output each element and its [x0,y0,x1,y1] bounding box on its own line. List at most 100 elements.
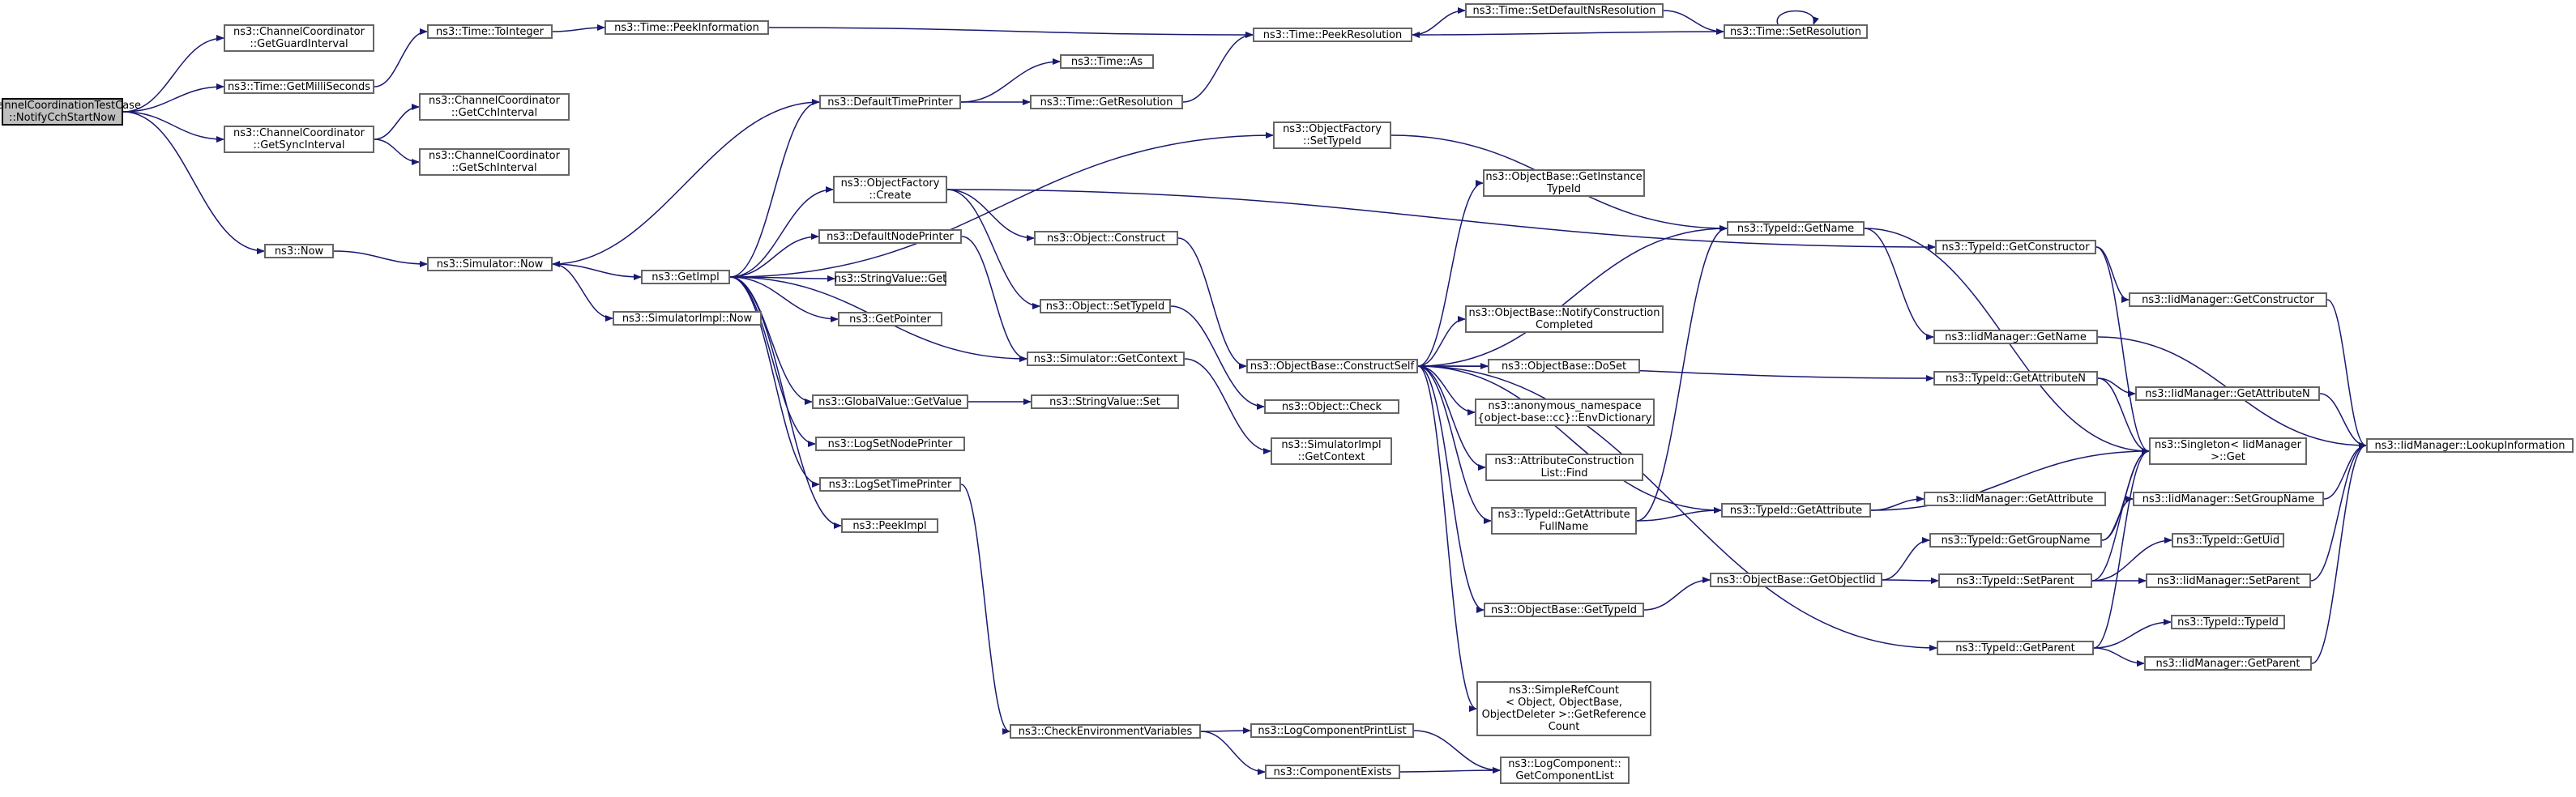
node-getImpl[interactable]: ns3::GetImpl [641,270,730,284]
node-objCheck[interactable]: ns3::Object::Check [1264,399,1399,414]
node-peekImpl[interactable]: ns3::PeekImpl [841,518,938,533]
node-label-line: ns3::ChannelCoordinator [233,26,365,38]
node-objBaseConstructSelf[interactable]: ns3::ObjectBase::ConstructSelf [1246,359,1418,373]
node-label-line: ns3::TypeId::GetParent [1955,641,2075,654]
edge-logCompPrintList-to-logCompGetList [1413,730,1501,774]
node-getPointer[interactable]: ns3::GetPointer [838,312,942,326]
node-defTimePrinter[interactable]: ns3::DefaultTimePrinter [819,95,961,109]
node-objFactSetTypeId[interactable]: ns3::ObjectFactory::SetTypeId [1273,121,1391,149]
node-ccGetSync[interactable]: ns3::ChannelCoordinator::GetSyncInterval [224,126,374,153]
node-timeAs[interactable]: ns3::Time::As [1060,54,1154,69]
node-strValGet[interactable]: ns3::StringValue::Get [835,271,946,286]
node-objBaseDoSet[interactable]: ns3::ObjectBase::DoSet [1488,359,1640,373]
node-now[interactable]: ns3::Now [264,244,334,258]
node-iidMgrGetAttrN[interactable]: ns3::IidManager::GetAttributeN [2135,386,2320,401]
node-label-line: ns3::ObjectBase::ConstructSelf [1250,360,1415,373]
node-logSetTime[interactable]: ns3::LogSetTimePrinter [819,477,961,492]
node-label-line: ns3::LogComponent:: [1508,758,1621,770]
edge-root-to-now [122,111,265,254]
node-iidMgrLookup[interactable]: ns3::IidManager::LookupInformation [2366,438,2574,453]
node-timeToInteger[interactable]: ns3::Time::ToInteger [427,24,553,39]
node-defNodePrinter[interactable]: ns3::DefaultNodePrinter [818,229,962,244]
edge-timeGetMilli-to-timeToInteger [374,28,428,87]
node-typeIdSetParent[interactable]: ns3::TypeId::SetParent [1938,573,2092,588]
node-typeIdGetAttrN[interactable]: ns3::TypeId::GetAttributeN [1933,371,2098,386]
node-typeIdGetName[interactable]: ns3::TypeId::GetName [1727,221,1865,236]
node-root: ChannelCoordinationTestCase::NotifyCchSt… [0,98,141,126]
edge-root-to-ccGetSync [122,111,224,143]
node-timeGetRes[interactable]: ns3::Time::GetResolution [1030,95,1183,109]
node-label-line: ns3::DefaultNodePrinter [827,230,954,243]
node-iidMgrGetConstructor[interactable]: ns3::IidManager::GetConstructor [2129,292,2327,307]
node-objFactCreate[interactable]: ns3::ObjectFactory::Create [833,176,947,203]
edge-typeIdGetAttrFull-to-typeIdGetAttr [1636,507,1722,522]
edge-typeIdGetAttrFull-to-typeIdGetName [1636,225,1728,522]
node-simGetContext[interactable]: ns3::Simulator::GetContext [1027,352,1185,366]
edge-objConstruct-to-objBaseConstructSelf [1177,237,1247,369]
node-iidMgrSetParent[interactable]: ns3::IidManager::SetParent [2146,573,2311,588]
edge-getImpl-to-objFactSetTypeId [729,132,1274,278]
node-ccGetGuard[interactable]: ns3::ChannelCoordinator::GetGuardInterva… [224,24,374,52]
edge-objBaseGetObjectIid-to-typeIdSetParent [1882,577,1939,584]
node-objSetTypeId[interactable]: ns3::Object::SetTypeId [1040,299,1171,313]
node-compExists[interactable]: ns3::ComponentExists [1265,765,1400,779]
edge-compExists-to-logCompGetList [1399,767,1501,774]
node-ccGetSch[interactable]: ns3::ChannelCoordinator::GetSchInterval [419,148,570,176]
node-label-line: ::GetGuardInterval [250,38,348,50]
node-objConstruct[interactable]: ns3::Object::Construct [1034,231,1178,245]
edge-ccGetSync-to-ccGetCch [374,104,420,140]
edge-simNow-to-simImplNow [552,263,613,322]
node-anonEnvDict[interactable]: ns3::anonymous_namespace{object-base::cc… [1475,398,1655,426]
node-iidMgrGetAttr[interactable]: ns3::IidManager::GetAttribute [1924,492,2106,506]
edge-objFactCreate-to-typeIdGetConstructor [946,189,1936,250]
node-logCompPrintList[interactable]: ns3::LogComponentPrintList [1250,723,1414,738]
node-label-line: ns3::anonymous_namespace [1488,400,1642,412]
node-strValSet[interactable]: ns3::StringValue::Set [1031,394,1179,409]
node-timeGetMilli[interactable]: ns3::Time::GetMilliSeconds [224,79,374,94]
node-label-line: ns3::TypeId::GetUid [2176,534,2280,547]
edge-timeSetRes-to-timeSetRes [1776,10,1819,25]
node-simNow[interactable]: ns3::Simulator::Now [427,257,553,271]
edge-objBaseConstructSelf-to-typeIdGetAttrFull [1417,365,1492,524]
node-gvGetValue[interactable]: ns3::GlobalValue::GetValue [812,394,968,409]
node-timeSetDefNs[interactable]: ns3::Time::SetDefaultNsResolution [1465,3,1664,18]
node-timePeekRes[interactable]: ns3::Time::PeekResolution [1253,28,1412,42]
node-objBaseGetObjectIid[interactable]: ns3::ObjectBase::GetObjectIid [1710,573,1882,587]
node-iidMgrSetGroupName[interactable]: ns3::IidManager::SetGroupName [2133,492,2324,506]
node-label-line: ns3::SimulatorImpl [1281,439,1382,451]
edge-logSetTime-to-checkEnv [960,484,1010,735]
node-typeIdGetUid[interactable]: ns3::TypeId::GetUid [2172,533,2284,548]
node-iidMgrGetParent[interactable]: ns3::IidManager::GetParent [2144,656,2312,671]
node-label-line: ns3::ComponentExists [1273,765,1392,778]
node-simImplGetContext[interactable]: ns3::SimulatorImpl::GetContext [1271,437,1392,465]
node-ccGetCch[interactable]: ns3::ChannelCoordinator::GetCchInterval [419,93,570,121]
node-peekInfo[interactable]: ns3::Time::PeekInformation [604,20,769,35]
edge-objBaseConstructSelf-to-attrConstrFind [1417,365,1486,471]
node-logSetNode[interactable]: ns3::LogSetNodePrinter [815,437,965,451]
node-typeIdGetAttr[interactable]: ns3::TypeId::GetAttribute [1721,503,1871,518]
node-label-line: ns3::Time::PeekInformation [614,21,759,34]
node-typeIdGetGroupName[interactable]: ns3::TypeId::GetGroupName [1929,533,2102,548]
node-typeIdTypeId[interactable]: ns3::TypeId::TypeId [2171,615,2285,629]
node-iidMgrGetName[interactable]: ns3::IidManager::GetName [1933,330,2098,344]
node-label-line: GetComponentList [1515,770,1614,782]
node-label-line: ns3::TypeId::GetAttribute [1729,504,1863,517]
node-logCompGetList[interactable]: ns3::LogComponent::GetComponentList [1500,757,1630,784]
node-label-line: ns3::Time::SetDefaultNsResolution [1472,4,1656,17]
node-simpleRefCount[interactable]: ns3::SimpleRefCount< Object, ObjectBase,… [1476,681,1651,736]
edge-getImpl-to-gvGetValue [729,276,813,405]
node-simImplNow[interactable]: ns3::SimulatorImpl::Now [613,311,762,326]
node-objBaseGetTypeId[interactable]: ns3::ObjectBase::GetTypeId [1484,603,1644,617]
node-singletonGet[interactable]: ns3::Singleton< IidManager>::Get [2149,437,2307,465]
node-checkEnv[interactable]: ns3::CheckEnvironmentVariables [1010,724,1201,739]
node-typeIdGetConstructor[interactable]: ns3::TypeId::GetConstructor [1935,240,2096,254]
node-typeIdGetParent[interactable]: ns3::TypeId::GetParent [1937,641,2094,655]
edge-typeIdGetAttrN-to-iidMgrGetAttrN [2097,377,2136,397]
node-timeSetRes[interactable]: ns3::Time::SetResolution [1724,24,1868,39]
node-label-line: ns3::LogComponentPrintList [1258,724,1407,737]
node-label-line: ns3::GetPointer [849,313,931,326]
